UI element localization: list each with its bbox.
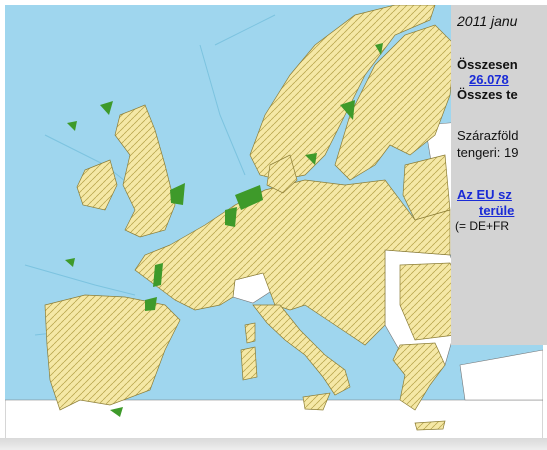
eu-link-line1[interactable]: Az EU sz	[457, 187, 512, 202]
iberia	[44, 294, 181, 411]
continent	[134, 179, 451, 346]
denmark	[266, 154, 298, 194]
date-line: 2011 janu	[457, 13, 518, 29]
marine-label: tengeri: 19	[457, 145, 519, 160]
eu-link-line2[interactable]: terüle	[479, 203, 515, 218]
ireland	[76, 159, 118, 211]
sites-count-link[interactable]: 26.078	[469, 72, 509, 87]
crete	[414, 420, 446, 431]
total-line: Összesen	[457, 57, 518, 72]
sardinia	[240, 346, 258, 381]
total-area-label: Összes te	[457, 87, 518, 102]
baltics	[402, 154, 451, 221]
sicily	[302, 392, 331, 411]
terrestrial-label: Szárazföld	[457, 128, 519, 143]
sweden-finland	[334, 24, 456, 181]
comparison-text: (= DE+FR	[455, 219, 510, 233]
great-britain	[114, 104, 176, 238]
greece	[392, 342, 446, 411]
bottom-band	[0, 438, 547, 450]
corsica	[244, 322, 256, 344]
eu-land	[44, 5, 466, 431]
info-panel: 2011 janu Összesen 26.078 Összes te Szár…	[451, 5, 547, 345]
marine-sites	[65, 43, 383, 417]
italy	[252, 304, 351, 396]
